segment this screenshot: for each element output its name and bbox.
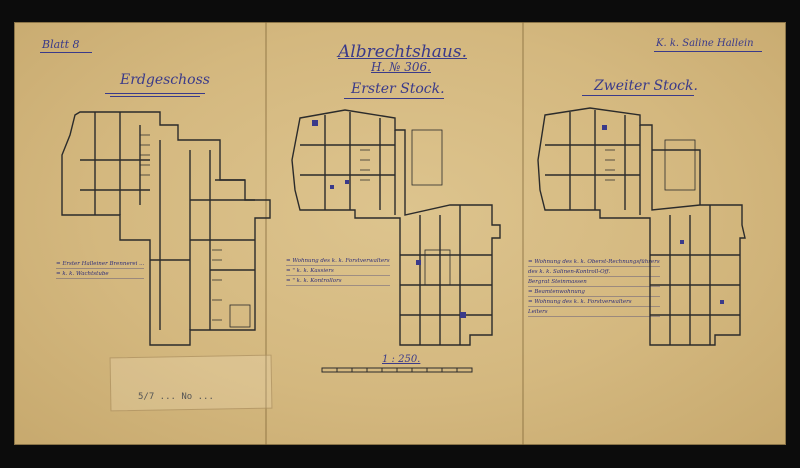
fold-line [265, 22, 267, 445]
legend-second: = Wohnung des k. k. Oberst-Rechnungsführ… [528, 258, 660, 318]
fold-line [522, 22, 524, 445]
legend-line: Bergrat Steinmassen [528, 278, 660, 287]
sheet-number-label: Blatt 8 [42, 38, 80, 51]
floor-title-ground: Erdgeschoss [120, 72, 210, 88]
archive-stamp-text: 5/7 ... No ... [138, 392, 214, 402]
floor-title-first: Erster Stock. [351, 81, 445, 97]
plan-second-floor [537, 107, 746, 346]
main-title: Albrechtshaus. [338, 42, 467, 62]
legend-line: des k. k. Salinen-Kontroll-Off. [528, 268, 660, 277]
scale-bar [321, 367, 473, 373]
underline [40, 52, 92, 53]
underline [654, 51, 762, 52]
legend-line: = Wohnung des k. k. Forstverwalters [286, 258, 390, 266]
underline [110, 96, 200, 97]
underline [582, 95, 694, 96]
legend-line: Leiters [528, 308, 660, 317]
house-number: H. № 306. [371, 60, 431, 74]
legend-line: = k. k. Wachtstube [56, 270, 145, 279]
plan-first-floor [291, 109, 501, 346]
plan-ground-floor [61, 111, 271, 346]
legend-first: = Wohnung des k. k. Forstverwalters = " … [286, 257, 390, 287]
legend-line: = Wohnung des k. k. Oberst-Rechnungsführ… [528, 259, 660, 267]
legend-line: = Erster Halleiner Brennerei ... [56, 261, 145, 269]
legend-line: = " k. k. Kontrollors [286, 277, 390, 286]
institution-label: K. k. Saline Hallein [656, 38, 754, 49]
legend-ground: = Erster Halleiner Brennerei ... = k. k.… [56, 260, 145, 280]
underline [105, 93, 205, 94]
legend-line: = " k. k. Kassiers [286, 267, 390, 276]
floor-title-second: Zweiter Stock. [594, 78, 698, 94]
scale-label: 1 : 250. [382, 354, 421, 365]
legend-line: = Wohnung des k. k. Forstverwalters [528, 298, 660, 307]
underline [344, 98, 444, 99]
legend-line: = Beamtenwohnung [528, 288, 660, 297]
